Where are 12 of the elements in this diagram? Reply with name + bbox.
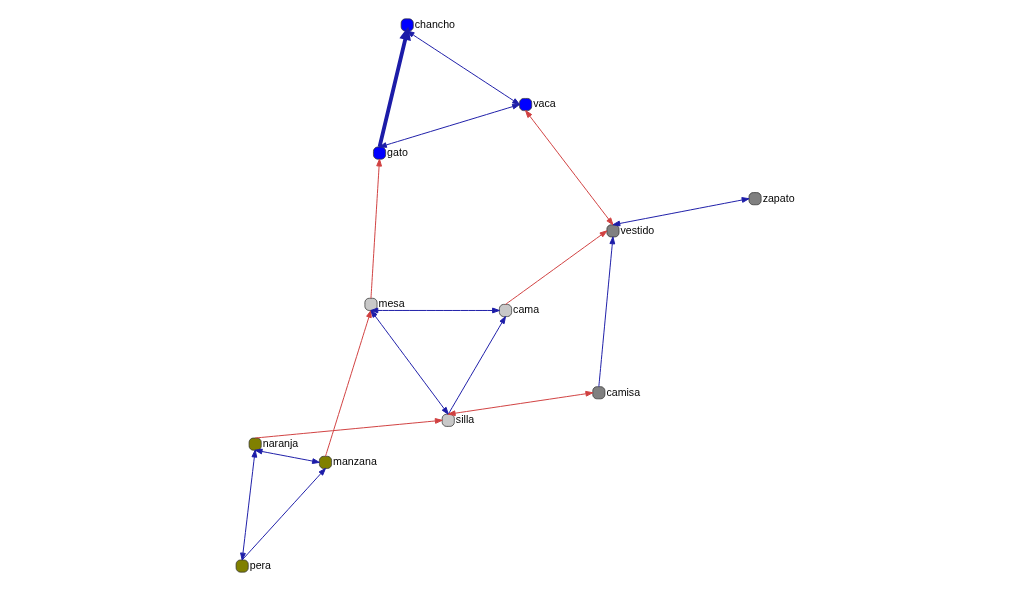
node-label: pera xyxy=(249,558,271,571)
node-label: camisa xyxy=(605,385,640,398)
node-label: gato xyxy=(386,145,408,158)
node-label: mesa xyxy=(378,297,405,310)
node-label: zapato xyxy=(762,191,795,204)
node-label: chancho xyxy=(414,17,455,30)
node-label: manzana xyxy=(332,455,377,468)
node-label: cama xyxy=(512,303,539,316)
node-label: silla xyxy=(455,413,474,426)
node-label: vaca xyxy=(532,97,556,110)
node-label: vestido xyxy=(620,223,654,236)
node-label: naranja xyxy=(262,436,298,449)
